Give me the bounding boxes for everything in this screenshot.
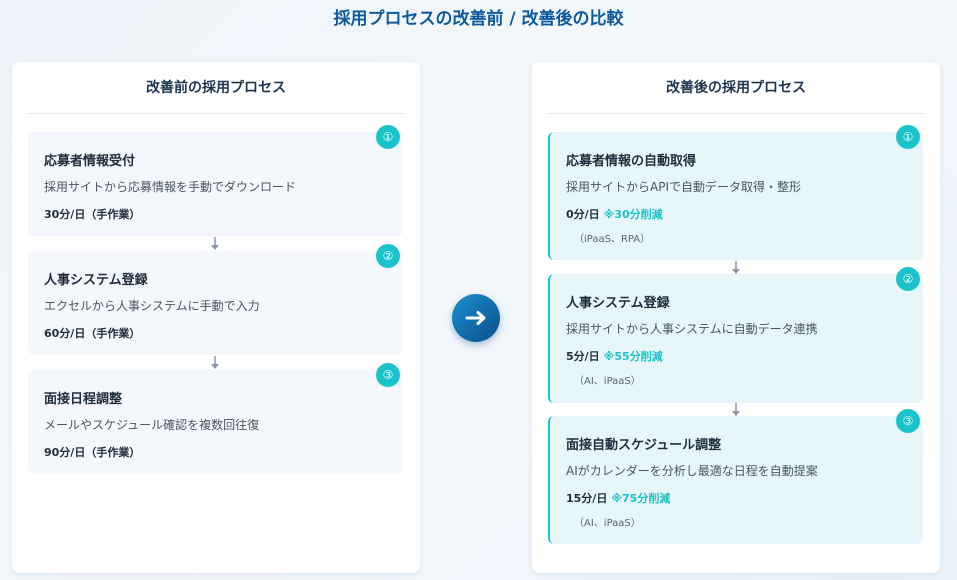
step-time-row: 15分/日※75分削減: [566, 490, 670, 506]
before-panel-title: 改善前の採用プロセス: [146, 80, 286, 96]
step-reduction: ※75分削減: [611, 492, 671, 505]
step-time: 90分/日（手作業）: [44, 446, 141, 459]
step-badge: ①: [376, 125, 400, 149]
arrow-right-icon: [465, 311, 486, 325]
step-time-row: 0分/日※30分削減: [566, 206, 663, 222]
step-description: エクセルから人事システムに手動で入力: [44, 299, 260, 313]
before-panel: 改善前の採用プロセス ① 応募者情報受付 採用サイトから応募情報を手動でダウンロ…: [12, 62, 420, 573]
step-description: 採用サイトからAPIで自動データ取得・整形: [566, 180, 801, 194]
step-time: 30分/日（手作業）: [44, 208, 141, 221]
after-step-card: ① 応募者情報の自動取得 採用サイトからAPIで自動データ取得・整形 0分/日※…: [548, 125, 923, 260]
arrow-down-icon: [732, 403, 740, 416]
step-tools: （iPaaS、RPA）: [574, 234, 651, 245]
step-badge: ③: [376, 363, 400, 387]
step-reduction: ※55分削減: [603, 350, 663, 363]
step-title: 人事システム登録: [44, 273, 148, 288]
after-panel: 改善後の採用プロセス ① 応募者情報の自動取得 採用サイトからAPIで自動データ…: [532, 62, 940, 573]
arrow-down-icon: [211, 356, 219, 369]
step-title: 面接自動スケジュール調整: [566, 438, 722, 453]
transition-arrow: [452, 294, 500, 342]
step-time: 5分/日: [566, 350, 600, 363]
step-description: 採用サイトから人事システムに自動データ連携: [566, 322, 818, 336]
step-reduction: ※30分削減: [603, 208, 663, 221]
step-title: 応募者情報の自動取得: [566, 154, 697, 169]
page-title: 採用プロセスの改善前 / 改善後の比較: [333, 9, 624, 29]
after-step-card: ③ 面接自動スケジュール調整 AIがカレンダーを分析し最適な日程を自動提案 15…: [548, 409, 923, 544]
after-panel-title: 改善後の採用プロセス: [666, 80, 806, 96]
step-time: 60分/日（手作業）: [44, 327, 141, 340]
step-description: AIがカレンダーを分析し最適な日程を自動提案: [566, 464, 818, 478]
step-title: 面接日程調整: [44, 392, 123, 407]
step-description: メールやスケジュール確認を複数回往復: [44, 418, 260, 432]
step-badge: ①: [896, 125, 920, 149]
divider: [548, 113, 924, 114]
step-tools: （AI、iPaaS）: [574, 518, 641, 529]
before-step-card: ③ 面接日程調整 メールやスケジュール確認を複数回往復 90分/日（手作業）: [28, 363, 403, 474]
step-title: 応募者情報受付: [44, 154, 136, 169]
before-step-card: ① 応募者情報受付 採用サイトから応募情報を手動でダウンロード 30分/日（手作…: [28, 125, 403, 236]
step-badge: ③: [896, 409, 920, 433]
arrow-down-icon: [732, 261, 740, 274]
step-description: 採用サイトから応募情報を手動でダウンロード: [44, 180, 297, 194]
divider: [28, 113, 404, 114]
step-time: 15分/日: [566, 492, 608, 505]
step-time-row: 5分/日※55分削減: [566, 348, 663, 364]
step-badge: ②: [376, 244, 400, 268]
step-title: 人事システム登録: [566, 296, 670, 311]
step-tools: （AI、iPaaS）: [574, 376, 641, 387]
step-time: 0分/日: [566, 208, 600, 221]
step-badge: ②: [896, 267, 920, 291]
before-step-card: ② 人事システム登録 エクセルから人事システムに手動で入力 60分/日（手作業）: [28, 244, 403, 355]
arrow-down-icon: [211, 237, 219, 250]
after-step-card: ② 人事システム登録 採用サイトから人事システムに自動データ連携 5分/日※55…: [548, 267, 923, 403]
